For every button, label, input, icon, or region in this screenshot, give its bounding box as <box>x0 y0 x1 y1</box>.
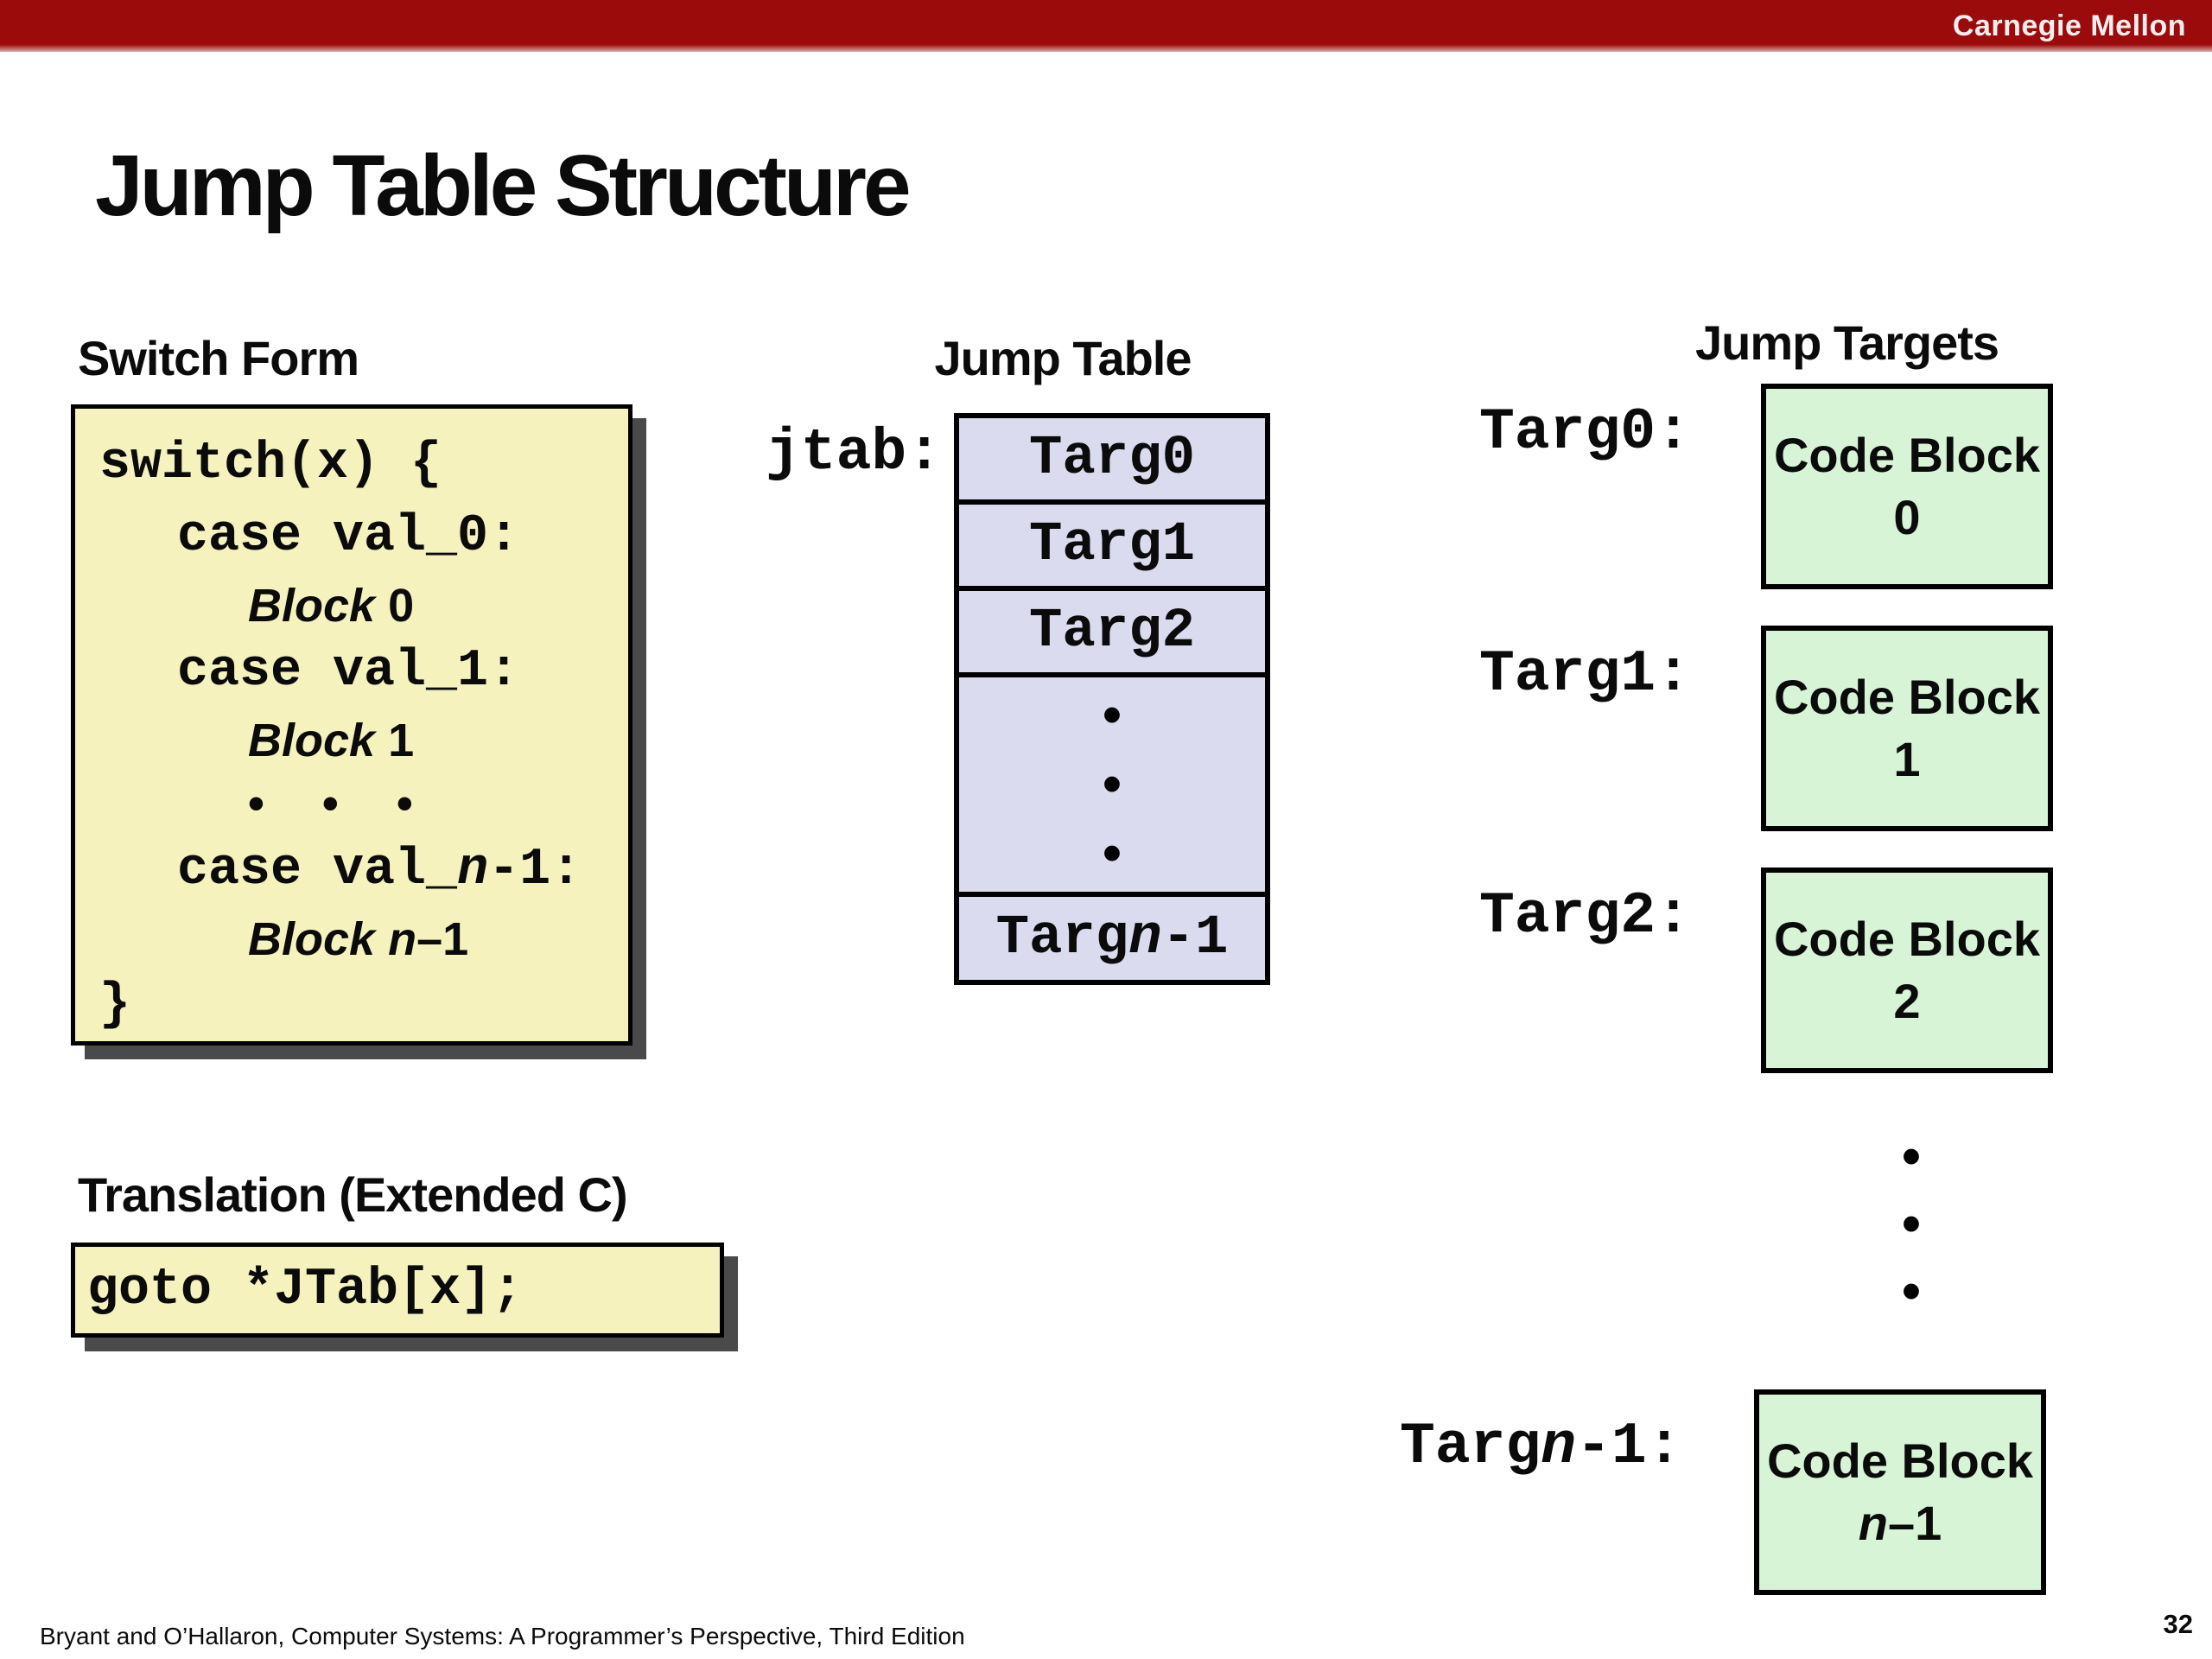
blockn-post: –1 <box>416 913 469 965</box>
code-block-0-line1: Code Block <box>1773 428 2041 482</box>
brand-text: Carnegie Mellon <box>1952 9 2186 42</box>
ellipsis-dot: • <box>1103 685 1122 745</box>
code-block-0: Code Block 0 <box>1761 384 2053 589</box>
code-block-2-line1: Code Block <box>1773 912 2041 966</box>
code-block-2-line2: 2 <box>1893 974 1921 1028</box>
targn1-n: n <box>1128 907 1162 969</box>
translation-code-box: goto *JTab[x]; <box>71 1243 724 1338</box>
ellipsis-dot: • <box>1902 1127 1921 1186</box>
code-block-0-line2: 0 <box>1893 490 1921 544</box>
jump-targets-heading: Jump Targets <box>1695 315 1999 370</box>
code-block-1-line1: Code Block <box>1773 670 2041 724</box>
jump-table-heading: Jump Table <box>934 331 1192 385</box>
footer-citation: Bryant and O’Hallaron, Computer Systems:… <box>40 1623 965 1649</box>
code-line-blockn: Block n–1 <box>99 905 628 970</box>
code-line-block0: Block 0 <box>99 571 628 637</box>
jump-targets-ellipsis: • • • <box>1880 1123 1942 1325</box>
targn1-label-n: n <box>1541 1414 1577 1480</box>
casen-n: n <box>457 841 489 899</box>
code-block-n1-n: n <box>1858 1496 1888 1550</box>
translation-heading: Translation (Extended C) <box>78 1167 628 1222</box>
jump-table-ellipsis-cell: • • • <box>959 677 1265 897</box>
code-block-n1-line1: Code Block <box>1766 1433 2034 1488</box>
jump-table-cell-targ0: Targ0 <box>959 418 1265 505</box>
switch-form-heading: Switch Form <box>78 331 359 385</box>
ellipsis-dot: • <box>1103 754 1122 814</box>
block0-word: Block <box>248 580 376 632</box>
casen-pre: case val_ <box>177 841 458 899</box>
target-label-targ1: Targ1: <box>1479 641 1691 708</box>
code-block-n1: Code Block n–1 <box>1754 1389 2046 1595</box>
code-line-case1: case val_1: <box>177 642 520 701</box>
block1-word: Block <box>248 715 376 766</box>
target-label-targ0: Targ0: <box>1479 399 1691 466</box>
ellipsis-dot: • <box>1902 1194 1921 1254</box>
targn1-post: -1 <box>1161 907 1229 969</box>
code-line-casen: case val_n-1: <box>99 836 628 905</box>
block1-number: 1 <box>388 715 415 766</box>
block1-space <box>375 715 388 766</box>
code-block-1-line2: 1 <box>1893 732 1921 786</box>
jump-table-cell-targ1: Targ1 <box>959 505 1265 591</box>
page-number: 32 <box>2163 1609 2193 1639</box>
targn1-label-pre: Targ <box>1400 1414 1541 1480</box>
code-block-2: Code Block 2 <box>1761 868 2053 1073</box>
jump-table-cell-targ2: Targ2 <box>959 591 1265 677</box>
target-label-targn1: Targn-1: <box>1400 1414 1681 1480</box>
code-line-switch-close: } <box>99 976 131 1034</box>
blockn-n: n <box>388 913 417 965</box>
blockn-space <box>375 913 388 965</box>
targn1-pre: Targ <box>995 907 1129 969</box>
block0-number: 0 <box>388 580 415 632</box>
code-line-block1: Block 1 <box>99 706 628 772</box>
code-line-case0: case val_0: <box>177 507 520 566</box>
casen-post: -1: <box>488 841 582 899</box>
ellipsis-dot: • <box>1103 823 1122 883</box>
target-label-targ2: Targ2: <box>1479 883 1691 950</box>
code-block-n1-line2: n–1 <box>1859 1492 1942 1554</box>
code-line-switch-open: switch(x) { <box>99 435 442 493</box>
code-block-n1-post: –1 <box>1887 1496 1942 1550</box>
switch-ellipsis: • • • <box>248 778 435 830</box>
page-title: Jump Table Structure <box>95 137 912 234</box>
switch-form-code-box: switch(x) { case val_0: Block 0 case val… <box>71 404 632 1046</box>
blockn-word: Block <box>248 913 376 965</box>
ellipsis-dot: • <box>1902 1262 1921 1321</box>
goto-code-line: goto *JTab[x]; <box>87 1261 524 1319</box>
jtab-pointer-label: jtab: <box>766 420 943 486</box>
block0-num <box>375 580 388 632</box>
code-block-1: Code Block 1 <box>1761 626 2053 831</box>
targn1-label-post: -1: <box>1576 1414 1682 1480</box>
header-bar: Carnegie Mellon <box>0 0 2212 52</box>
